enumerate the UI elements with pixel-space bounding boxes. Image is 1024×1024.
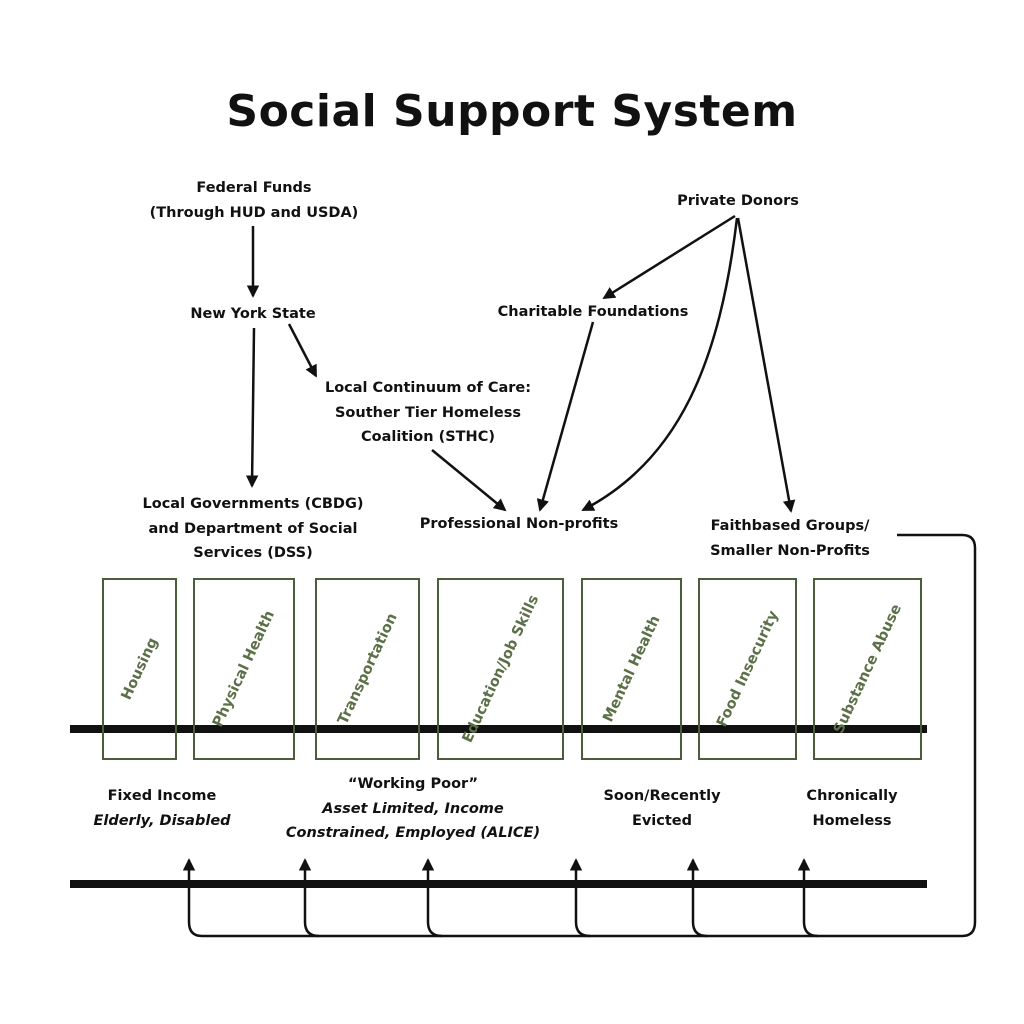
evicted-line-1: Soon/Recently	[603, 788, 721, 804]
local-gov-line-2: and Department of Social	[148, 520, 358, 537]
feedback-branch-transportation	[298, 858, 320, 938]
fixed-income-label: Fixed Income	[107, 788, 217, 804]
federal-funds-node: Federal Funds (Through HUD and USDA)	[140, 176, 368, 225]
continuum-of-care-node: Local Continuum of Care: Souther Tier Ho…	[310, 376, 546, 450]
arrow-continuum-to-nonprofits	[431, 449, 507, 512]
feedback-branch-mental-health	[569, 858, 591, 938]
pillar-substance-abuse-label: Substance Abuse	[830, 601, 905, 737]
faithbased-groups-node: Faithbased Groups/ Smaller Non-Profits	[690, 514, 890, 563]
diagram-title: Social Support System	[226, 86, 798, 137]
pillar-mental-health-label: Mental Health	[599, 613, 664, 725]
faithbased-line-1: Faithbased Groups/	[710, 518, 870, 534]
private-donors-node: Private Donors	[677, 193, 799, 209]
upper-support-bar	[70, 725, 927, 733]
pillar-food-insecurity-label: Food Insecurity	[713, 608, 782, 730]
population-fixed-income: Fixed Income Elderly, Disabled	[70, 784, 254, 833]
pillar-education-label: Education/Job Skills	[459, 592, 542, 746]
continuum-line-1: Local Continuum of Care:	[324, 380, 532, 396]
chronically-homeless-line-1: Chronically	[806, 788, 898, 804]
local-gov-line-3: Services (DSS)	[193, 545, 313, 561]
faithbased-line-2: Smaller Non-Profits	[710, 542, 870, 559]
local-gov-line-1: Local Governments (CBDG)	[142, 496, 364, 512]
pillar-food-insecurity: Food Insecurity	[698, 578, 797, 760]
arrow-donors-to-faithbased	[736, 217, 796, 513]
feedback-branch-food-insecurity	[686, 858, 708, 938]
arrow-foundations-to-nonprofits	[536, 321, 595, 512]
federal-funds-sublabel: (Through HUD and USDA)	[149, 204, 359, 221]
professional-nonprofits-node: Professional Non-profits	[419, 516, 619, 532]
arrow-donors-to-nonprofits	[581, 217, 739, 512]
chronically-homeless-line-2: Homeless	[812, 812, 892, 829]
population-evicted: Soon/Recently Evicted	[580, 784, 744, 833]
pillar-mental-health: Mental Health	[581, 578, 682, 760]
pillar-physical-health-label: Physical Health	[210, 608, 278, 730]
pillar-education-job-skills: Education/Job Skills	[437, 578, 564, 760]
lower-ground-bar	[70, 880, 927, 888]
population-chronically-homeless: Chronically Homeless	[780, 784, 924, 833]
continuum-line-2: Souther Tier Homeless	[334, 404, 521, 421]
arrow-state-to-continuum	[287, 323, 318, 378]
working-poor-desc-1: Asset Limited, Income	[322, 800, 504, 817]
charitable-foundations-node: Charitable Foundations	[497, 304, 689, 320]
feedback-loop-line	[182, 533, 977, 938]
local-government-node: Local Governments (CBDG) and Department …	[128, 492, 378, 566]
arrow-state-to-local-gov	[245, 327, 259, 488]
arrow-donors-to-foundations	[602, 214, 736, 300]
pillar-substance-abuse: Substance Abuse	[813, 578, 922, 760]
federal-funds-label: Federal Funds	[196, 180, 312, 196]
working-poor-desc-2: Constrained, Employed (ALICE)	[285, 825, 541, 841]
continuum-line-3: Coalition (STHC)	[361, 429, 495, 445]
new-york-state-node: New York State	[190, 306, 316, 322]
fixed-income-desc: Elderly, Disabled	[93, 812, 231, 829]
evicted-line-2: Evicted	[631, 812, 693, 829]
pillar-housing-label: Housing	[118, 635, 161, 703]
feedback-branch-education	[421, 858, 443, 938]
feedback-branch-substance-abuse	[797, 858, 819, 938]
pillar-transportation: Transportation	[315, 578, 420, 760]
population-working-poor: “Working Poor” Asset Limited, Income Con…	[270, 772, 556, 846]
working-poor-label: “Working Poor”	[348, 776, 478, 792]
pillar-transportation-label: Transportation	[334, 610, 401, 728]
pillar-housing: Housing	[102, 578, 177, 760]
pillar-physical-health: Physical Health	[193, 578, 295, 760]
